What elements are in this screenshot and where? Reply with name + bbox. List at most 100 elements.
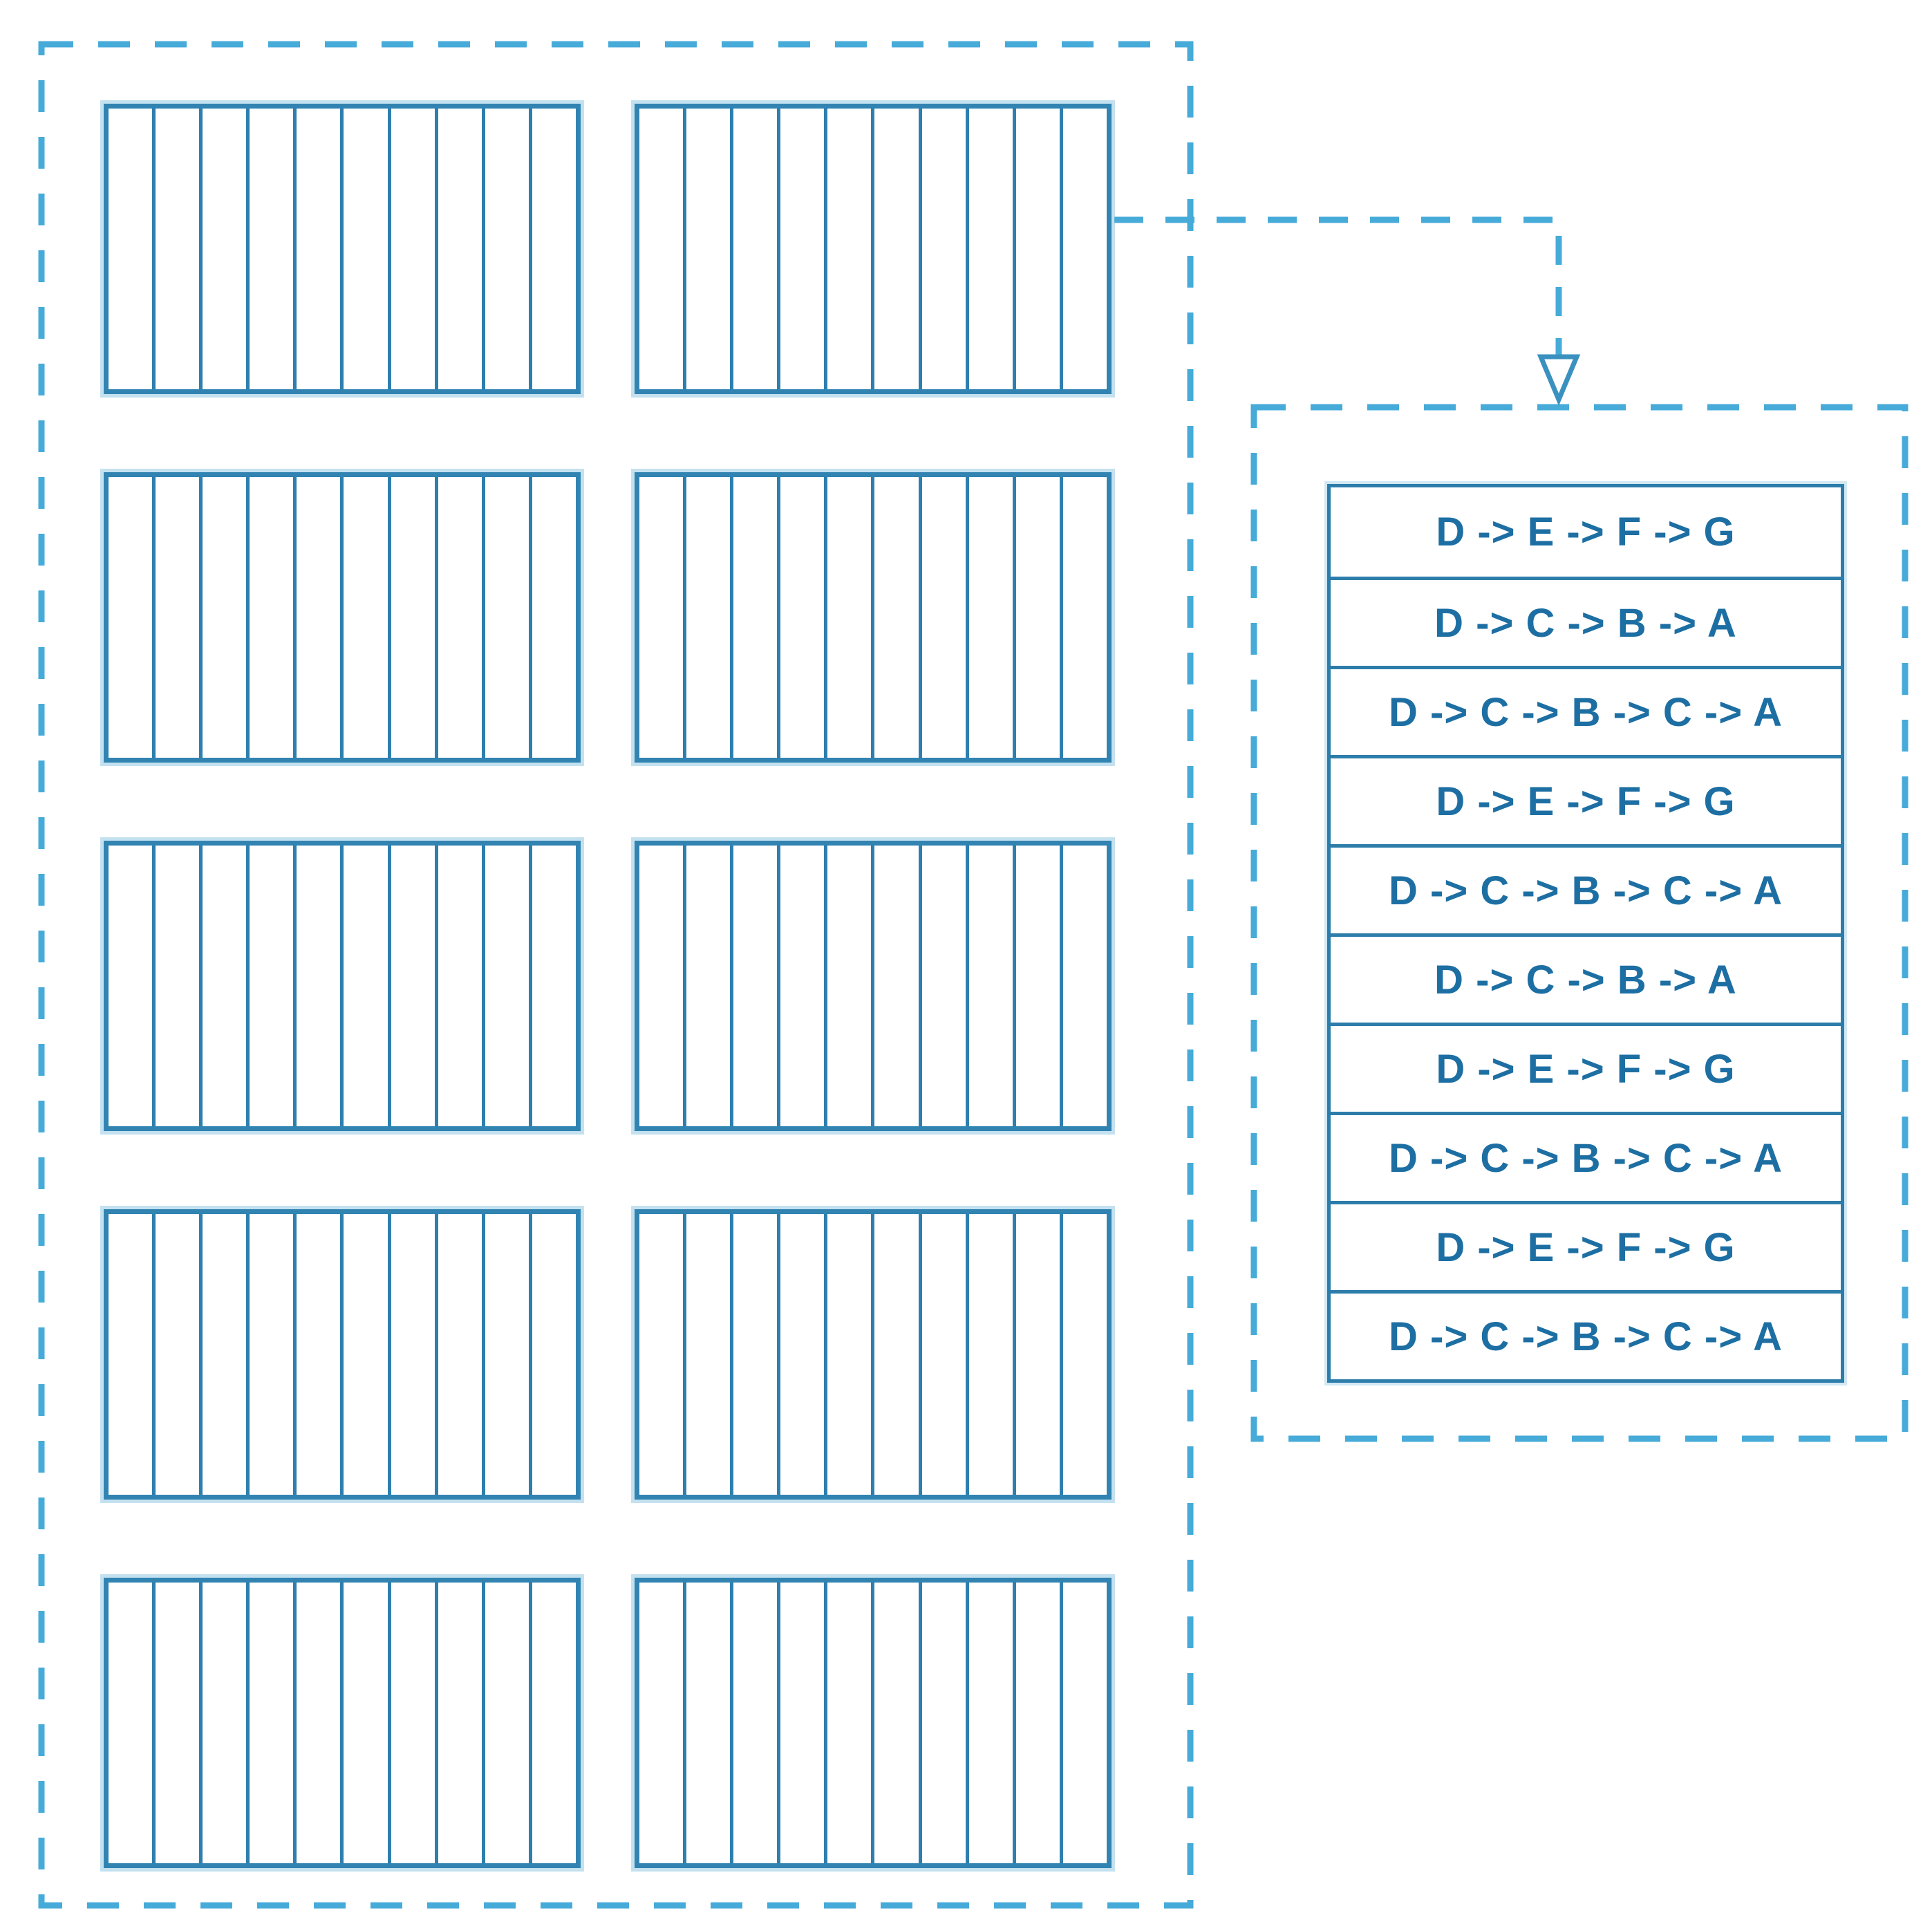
arrowhead-icon <box>1537 354 1581 407</box>
memory-cell <box>922 477 969 758</box>
memory-cell <box>203 1214 250 1495</box>
memory-cell <box>344 846 391 1126</box>
path-row: D -> E -> F -> G <box>1331 1023 1841 1112</box>
memory-block <box>104 104 581 394</box>
memory-cell <box>1016 109 1063 389</box>
memory-cell <box>780 477 828 758</box>
memory-cell <box>874 109 922 389</box>
memory-cell <box>780 1583 828 1863</box>
memory-cell <box>156 477 203 758</box>
memory-cell <box>922 109 969 389</box>
memory-cell <box>827 1583 875 1863</box>
memory-cell <box>485 477 532 758</box>
memory-cell <box>1016 846 1063 1126</box>
path-list: D -> E -> F -> G D -> C -> B -> A D -> C… <box>1327 484 1844 1383</box>
path-row: D -> C -> B -> C -> A <box>1331 844 1841 933</box>
memory-cell <box>438 477 485 758</box>
memory-cell <box>733 1214 781 1495</box>
memory-cell <box>391 846 438 1126</box>
memory-cell <box>532 846 576 1126</box>
memory-cell <box>344 1583 391 1863</box>
memory-block <box>635 104 1112 394</box>
memory-block <box>635 841 1112 1131</box>
memory-block <box>104 841 581 1131</box>
memory-cell <box>438 109 485 389</box>
memory-cell <box>438 846 485 1126</box>
memory-cell <box>297 109 344 389</box>
memory-cell <box>344 1214 391 1495</box>
memory-cell <box>391 477 438 758</box>
path-row: D -> C -> B -> A <box>1331 933 1841 1023</box>
memory-cell <box>827 1214 875 1495</box>
memory-cell <box>250 477 297 758</box>
memory-cell <box>686 1214 734 1495</box>
path-row: D -> E -> F -> G <box>1436 510 1736 554</box>
memory-cell <box>639 477 687 758</box>
memory-cell <box>297 477 344 758</box>
memory-cell <box>686 477 734 758</box>
memory-cell <box>1063 109 1107 389</box>
memory-cell <box>969 477 1016 758</box>
memory-block <box>104 472 581 763</box>
memory-cell <box>532 1583 576 1863</box>
memory-cell <box>639 1583 687 1863</box>
memory-cell <box>969 1214 1016 1495</box>
memory-cell <box>733 1583 781 1863</box>
memory-cell <box>1063 1214 1107 1495</box>
memory-cell <box>639 846 687 1126</box>
memory-cell <box>391 109 438 389</box>
memory-cell <box>874 477 922 758</box>
memory-cell <box>874 1214 922 1495</box>
memory-cell <box>922 846 969 1126</box>
path-row: D -> C -> B -> A <box>1331 577 1841 666</box>
memory-cell <box>532 477 576 758</box>
memory-cell <box>438 1583 485 1863</box>
memory-cell <box>969 109 1016 389</box>
memory-cell <box>827 477 875 758</box>
memory-cell <box>203 846 250 1126</box>
memory-block <box>635 1209 1112 1500</box>
memory-cell <box>532 1214 576 1495</box>
connector-line <box>1114 216 1562 361</box>
memory-cell <box>391 1214 438 1495</box>
memory-cell <box>391 1583 438 1863</box>
block-grid <box>104 104 1112 1868</box>
memory-cell <box>203 109 250 389</box>
memory-cell <box>1016 1214 1063 1495</box>
memory-cell <box>1063 477 1107 758</box>
memory-cell <box>733 846 781 1126</box>
memory-cell <box>156 1214 203 1495</box>
memory-cell <box>485 1214 532 1495</box>
memory-cell <box>297 846 344 1126</box>
memory-cell <box>780 109 828 389</box>
memory-cell <box>109 846 156 1126</box>
memory-cell <box>969 1583 1016 1863</box>
memory-cell <box>874 1583 922 1863</box>
memory-cell <box>203 477 250 758</box>
memory-cell <box>686 846 734 1126</box>
memory-cell <box>297 1214 344 1495</box>
memory-cell <box>485 846 532 1126</box>
memory-cell <box>686 1583 734 1863</box>
memory-cell <box>156 1583 203 1863</box>
path-row: D -> E -> F -> G <box>1331 1201 1841 1290</box>
memory-cell <box>156 846 203 1126</box>
memory-cell <box>874 846 922 1126</box>
memory-cell <box>969 846 1016 1126</box>
memory-cell <box>639 1214 687 1495</box>
memory-cell <box>922 1583 969 1863</box>
memory-cell <box>344 109 391 389</box>
memory-block <box>104 1209 581 1500</box>
memory-cell <box>827 109 875 389</box>
memory-cell <box>250 1214 297 1495</box>
memory-cell <box>250 846 297 1126</box>
memory-cell <box>156 109 203 389</box>
path-row: D -> E -> F -> G <box>1331 755 1841 844</box>
memory-cell <box>485 109 532 389</box>
memory-cell <box>1063 1583 1107 1863</box>
memory-cell <box>639 109 687 389</box>
memory-cell <box>297 1583 344 1863</box>
memory-cell <box>686 109 734 389</box>
memory-cell <box>733 109 781 389</box>
